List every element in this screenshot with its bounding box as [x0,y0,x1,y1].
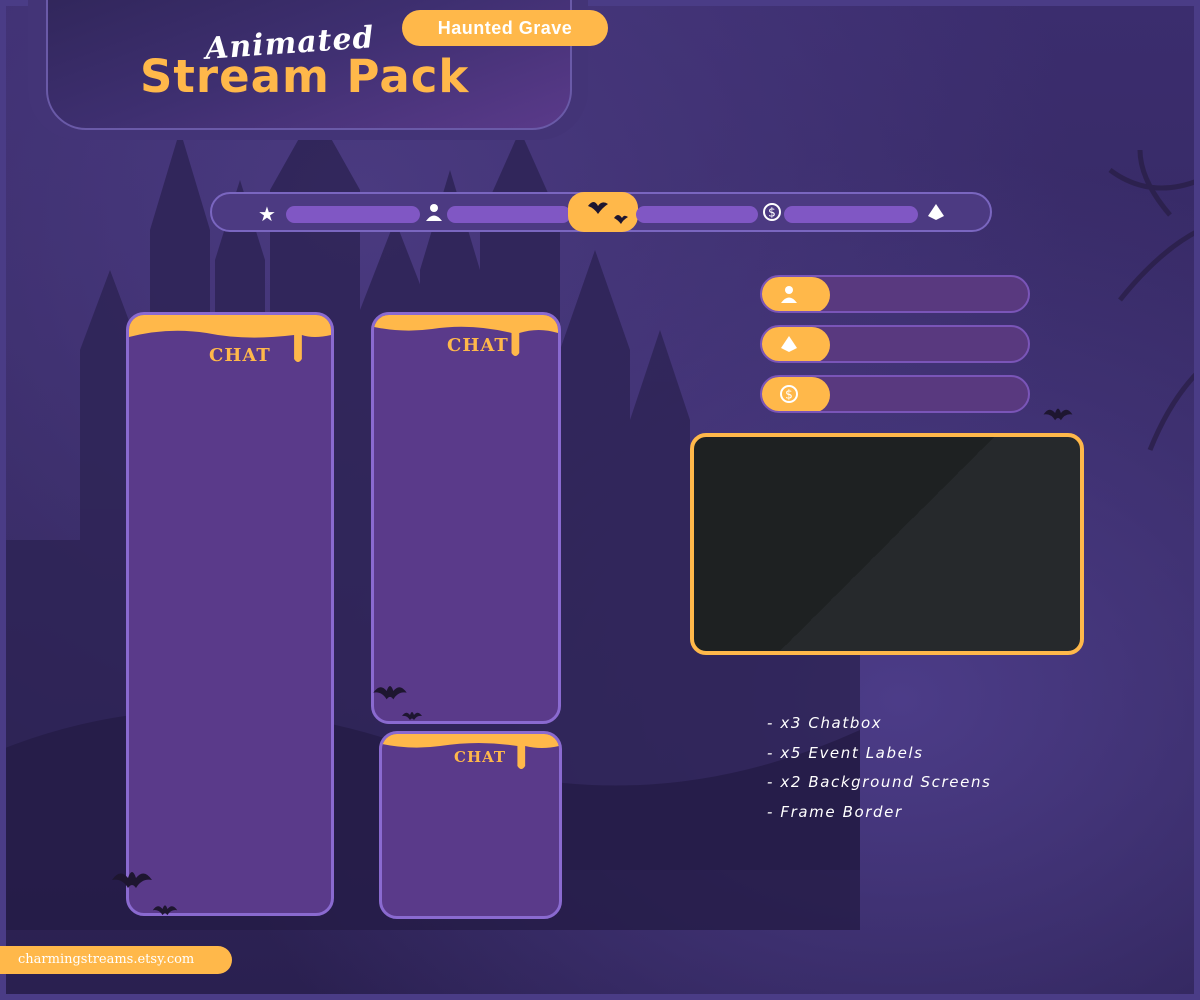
goal-segment-4 [784,206,918,223]
subtitle-badge: Haunted Grave [402,10,608,46]
diamond-icon [778,334,800,356]
user-icon [422,202,446,226]
footer-url[interactable]: charmingstreams.etsy.com [0,946,232,974]
goal-segment-1 [286,206,420,223]
title-main: Stream Pack [140,50,470,103]
event-label-donation: $ [760,375,1030,413]
feature-item: - x2 Background Screens [767,773,992,791]
svg-text:$: $ [785,388,793,402]
feature-item: - x3 Chatbox [767,714,883,732]
background-screen [690,433,1084,655]
chatbox-large: CHAT [126,312,334,916]
honey-drip [374,315,558,356]
honey-drip [129,315,331,362]
dollar-icon: $ [760,202,784,226]
honey-drip [382,734,559,769]
event-label-pill [762,277,830,311]
goal-segment-3 [636,206,758,223]
bat-icon [1043,408,1073,421]
features-list: - x3 Chatbox - x5 Event Labels - x2 Back… [767,714,991,832]
event-label-diamond [760,325,1030,363]
goal-highlight [568,192,638,232]
chat-title: CHAT [454,748,507,766]
bat-icon [112,872,152,888]
goal-segment-2 [447,206,571,223]
event-label-follower [760,275,1030,313]
goal-bar: ★ $ [210,192,992,232]
diamond-icon [924,202,948,226]
chatbox-small: CHAT [379,731,562,919]
chat-title: CHAT [447,335,509,356]
bat-icon [373,686,407,700]
feature-item: - Frame Border [767,802,903,821]
dollar-icon: $ [778,384,800,406]
feature-item: - x5 Event Labels [767,743,924,762]
svg-text:$: $ [768,206,776,220]
bat-icon [402,712,422,720]
star-icon: ★ [258,202,276,226]
chat-title: CHAT [209,345,271,366]
user-icon [778,284,800,306]
chatbox-medium: CHAT [371,312,561,724]
bat-icon [588,202,628,224]
bat-icon [152,905,178,916]
event-label-pill [762,327,830,361]
